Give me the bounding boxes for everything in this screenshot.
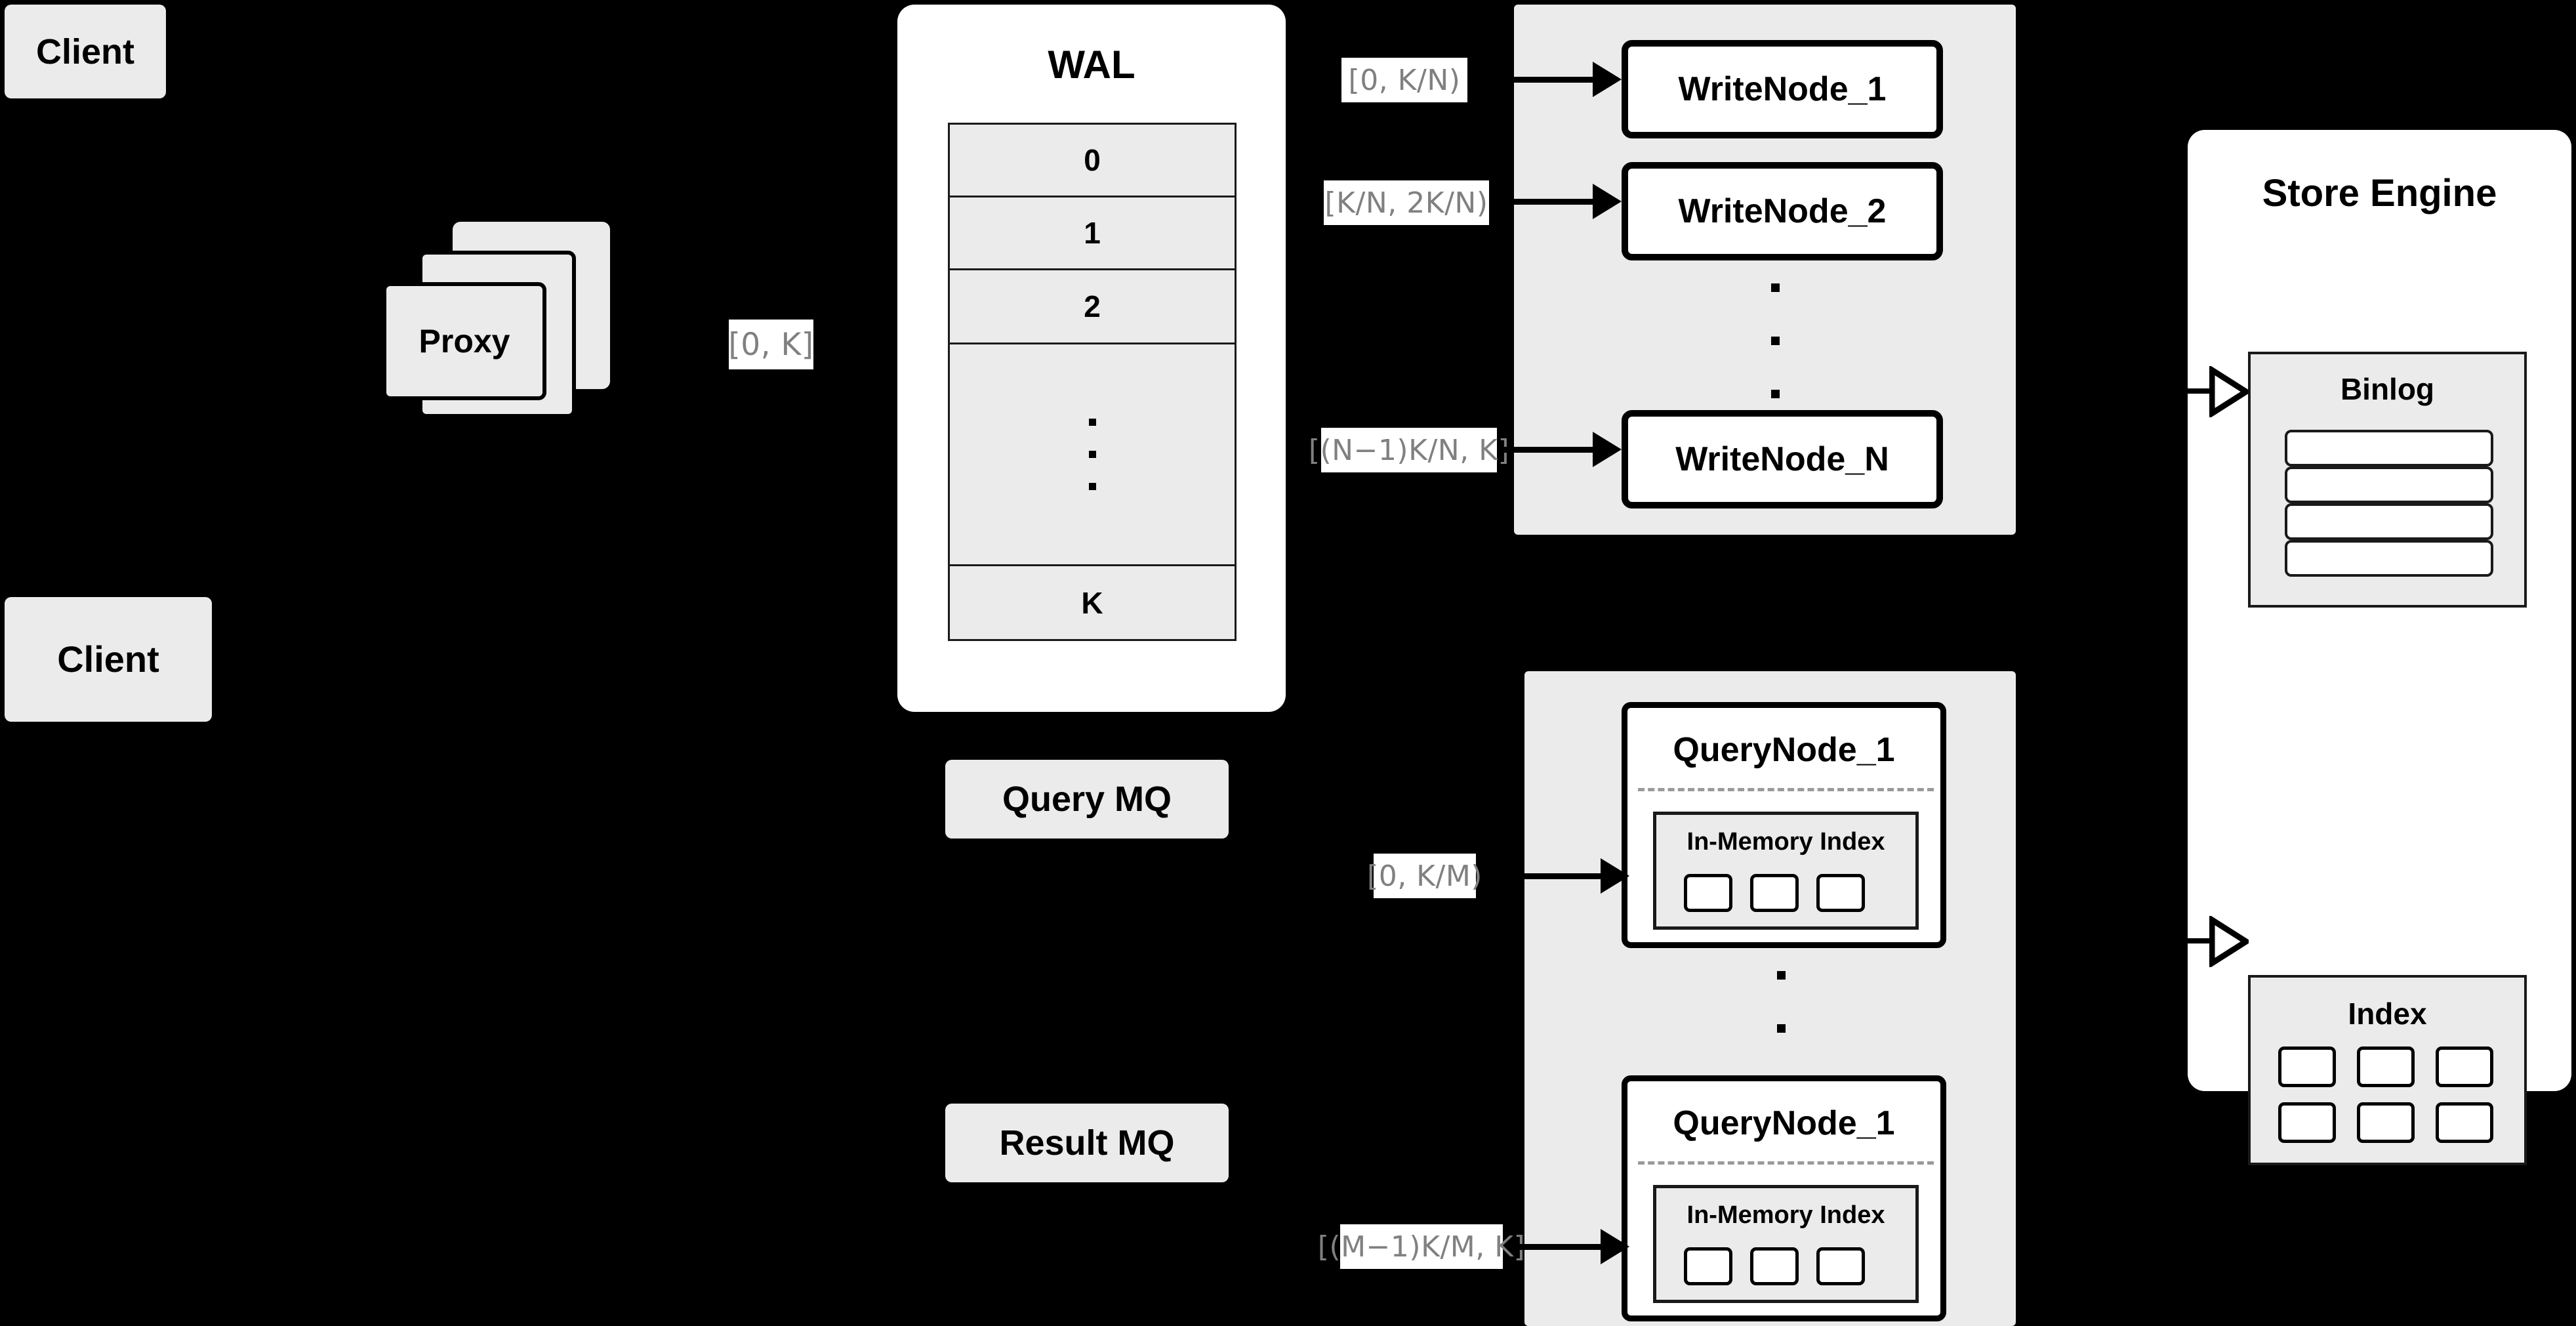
in-memory-index-title-2: In-Memory Index xyxy=(1687,1201,1885,1229)
write-node-card-n[interactable]: WriteNode_N xyxy=(1622,410,1943,508)
proxy-sheet-front: Proxy xyxy=(382,282,546,400)
query-node-divider-2 xyxy=(1638,1161,1934,1165)
index-cell[interactable] xyxy=(2357,1102,2415,1143)
query-mq-box[interactable]: Query MQ xyxy=(945,760,1229,839)
binlog-row[interactable] xyxy=(2285,540,2493,577)
query-node-group-panel: QueryNode_1 In-Memory Index QueryNode_1 … xyxy=(1524,671,2016,1326)
interval-label-query-node-m: [(M−1)K/M, K] xyxy=(1318,1224,1525,1269)
wal-panel: WAL 0 1 2 K xyxy=(897,5,1286,712)
interval-label-proxy-to-wal: [0, K] xyxy=(728,320,813,369)
index-title: Index xyxy=(2348,997,2427,1031)
query-node-card-1[interactable]: QueryNode_1 In-Memory Index xyxy=(1622,702,1946,948)
arrow-line-query-node-1 xyxy=(1509,873,1605,879)
in-memory-index-box-1: In-Memory Index xyxy=(1653,812,1919,930)
index-cell[interactable] xyxy=(1750,1247,1799,1285)
wal-row-ellipsis xyxy=(950,344,1235,567)
client-label-1: Client xyxy=(35,31,134,72)
arrow-line-write-node-n xyxy=(1501,447,1597,453)
query-node-title-1: QueryNode_1 xyxy=(1673,731,1895,769)
write-node-card-1[interactable]: WriteNode_1 xyxy=(1622,40,1943,138)
arrow-line-to-binlog xyxy=(2186,388,2213,394)
arrow-right-solid-icon xyxy=(1601,858,1629,894)
in-memory-index-box-2: In-Memory Index xyxy=(1653,1185,1919,1303)
in-memory-index-title-1: In-Memory Index xyxy=(1687,828,1885,856)
interval-label-write-node-n: [(N−1)K/N, K] xyxy=(1309,428,1509,472)
vertical-ellipsis-icon xyxy=(1777,971,1786,1086)
index-cell[interactable] xyxy=(2278,1046,2336,1087)
vertical-ellipsis-icon xyxy=(1088,483,1096,491)
index-cell[interactable] xyxy=(1750,874,1799,912)
result-mq-box[interactable]: Result MQ xyxy=(945,1104,1229,1182)
wal-title: WAL xyxy=(1048,43,1135,87)
write-node-card-2[interactable]: WriteNode_2 xyxy=(1622,162,1943,260)
store-engine-panel: Store Engine Binlog Index xyxy=(2188,130,2571,1165)
arrow-right-open-icon xyxy=(2209,916,2249,967)
arrow-right-solid-icon xyxy=(1593,184,1622,219)
index-cell[interactable] xyxy=(2278,1102,2336,1143)
arrow-line-write-node-1 xyxy=(1501,77,1597,83)
interval-label-write-node-2: [K/N, 2K/N) xyxy=(1324,180,1489,225)
vertical-ellipsis-icon xyxy=(1088,419,1096,426)
store-engine-title: Store Engine xyxy=(2262,172,2497,215)
index-cell[interactable] xyxy=(1684,874,1732,912)
proxy-stack[interactable]: Proxy xyxy=(377,217,666,426)
query-mq-label: Query MQ xyxy=(1002,779,1172,819)
wal-table: 0 1 2 K xyxy=(948,123,1237,641)
binlog-row[interactable] xyxy=(2285,466,2493,503)
client-box-2[interactable]: Client xyxy=(5,597,212,722)
index-box: Index xyxy=(2248,975,2527,1165)
arrow-line-to-index xyxy=(2186,938,2213,943)
arrow-line-write-node-2 xyxy=(1501,199,1597,205)
vertical-ellipsis-icon xyxy=(1088,451,1096,459)
query-node-divider-1 xyxy=(1638,788,1934,791)
query-node-card-2[interactable]: QueryNode_1 In-Memory Index xyxy=(1622,1075,1946,1321)
index-cell[interactable] xyxy=(1816,1247,1865,1285)
arrow-right-solid-icon xyxy=(1601,1229,1629,1264)
binlog-title: Binlog xyxy=(2340,372,2435,406)
client-label-2: Client xyxy=(57,638,159,680)
binlog-box: Binlog xyxy=(2248,352,2527,608)
write-node-group-panel: WriteNode_1 WriteNode_2 WriteNode_N xyxy=(1514,5,2016,535)
wal-row[interactable]: 0 xyxy=(950,125,1235,197)
arrow-line-query-node-m xyxy=(1509,1244,1605,1250)
query-node-title-2: QueryNode_1 xyxy=(1673,1104,1895,1142)
index-cell[interactable] xyxy=(2357,1046,2415,1087)
interval-label-write-node-1: [0, K/N) xyxy=(1341,58,1467,102)
arrow-right-open-icon xyxy=(2209,366,2249,417)
wal-row[interactable]: 1 xyxy=(950,197,1235,271)
index-cell[interactable] xyxy=(1816,874,1865,912)
binlog-row[interactable] xyxy=(2285,430,2493,466)
binlog-row[interactable] xyxy=(2285,503,2493,540)
result-mq-label: Result MQ xyxy=(999,1123,1175,1163)
vertical-ellipsis-icon xyxy=(1771,283,1780,398)
proxy-label: Proxy xyxy=(419,323,510,360)
arrow-right-solid-icon xyxy=(1593,62,1622,97)
wal-row[interactable]: K xyxy=(1081,585,1103,620)
index-cell[interactable] xyxy=(1684,1247,1732,1285)
wal-row[interactable]: 2 xyxy=(950,270,1235,344)
index-cell[interactable] xyxy=(2436,1102,2493,1143)
arrow-right-solid-icon xyxy=(1593,432,1622,467)
index-cell[interactable] xyxy=(2436,1046,2493,1087)
interval-label-query-node-1: [0, K/M) xyxy=(1367,854,1482,898)
client-box-1[interactable]: Client xyxy=(5,5,166,98)
